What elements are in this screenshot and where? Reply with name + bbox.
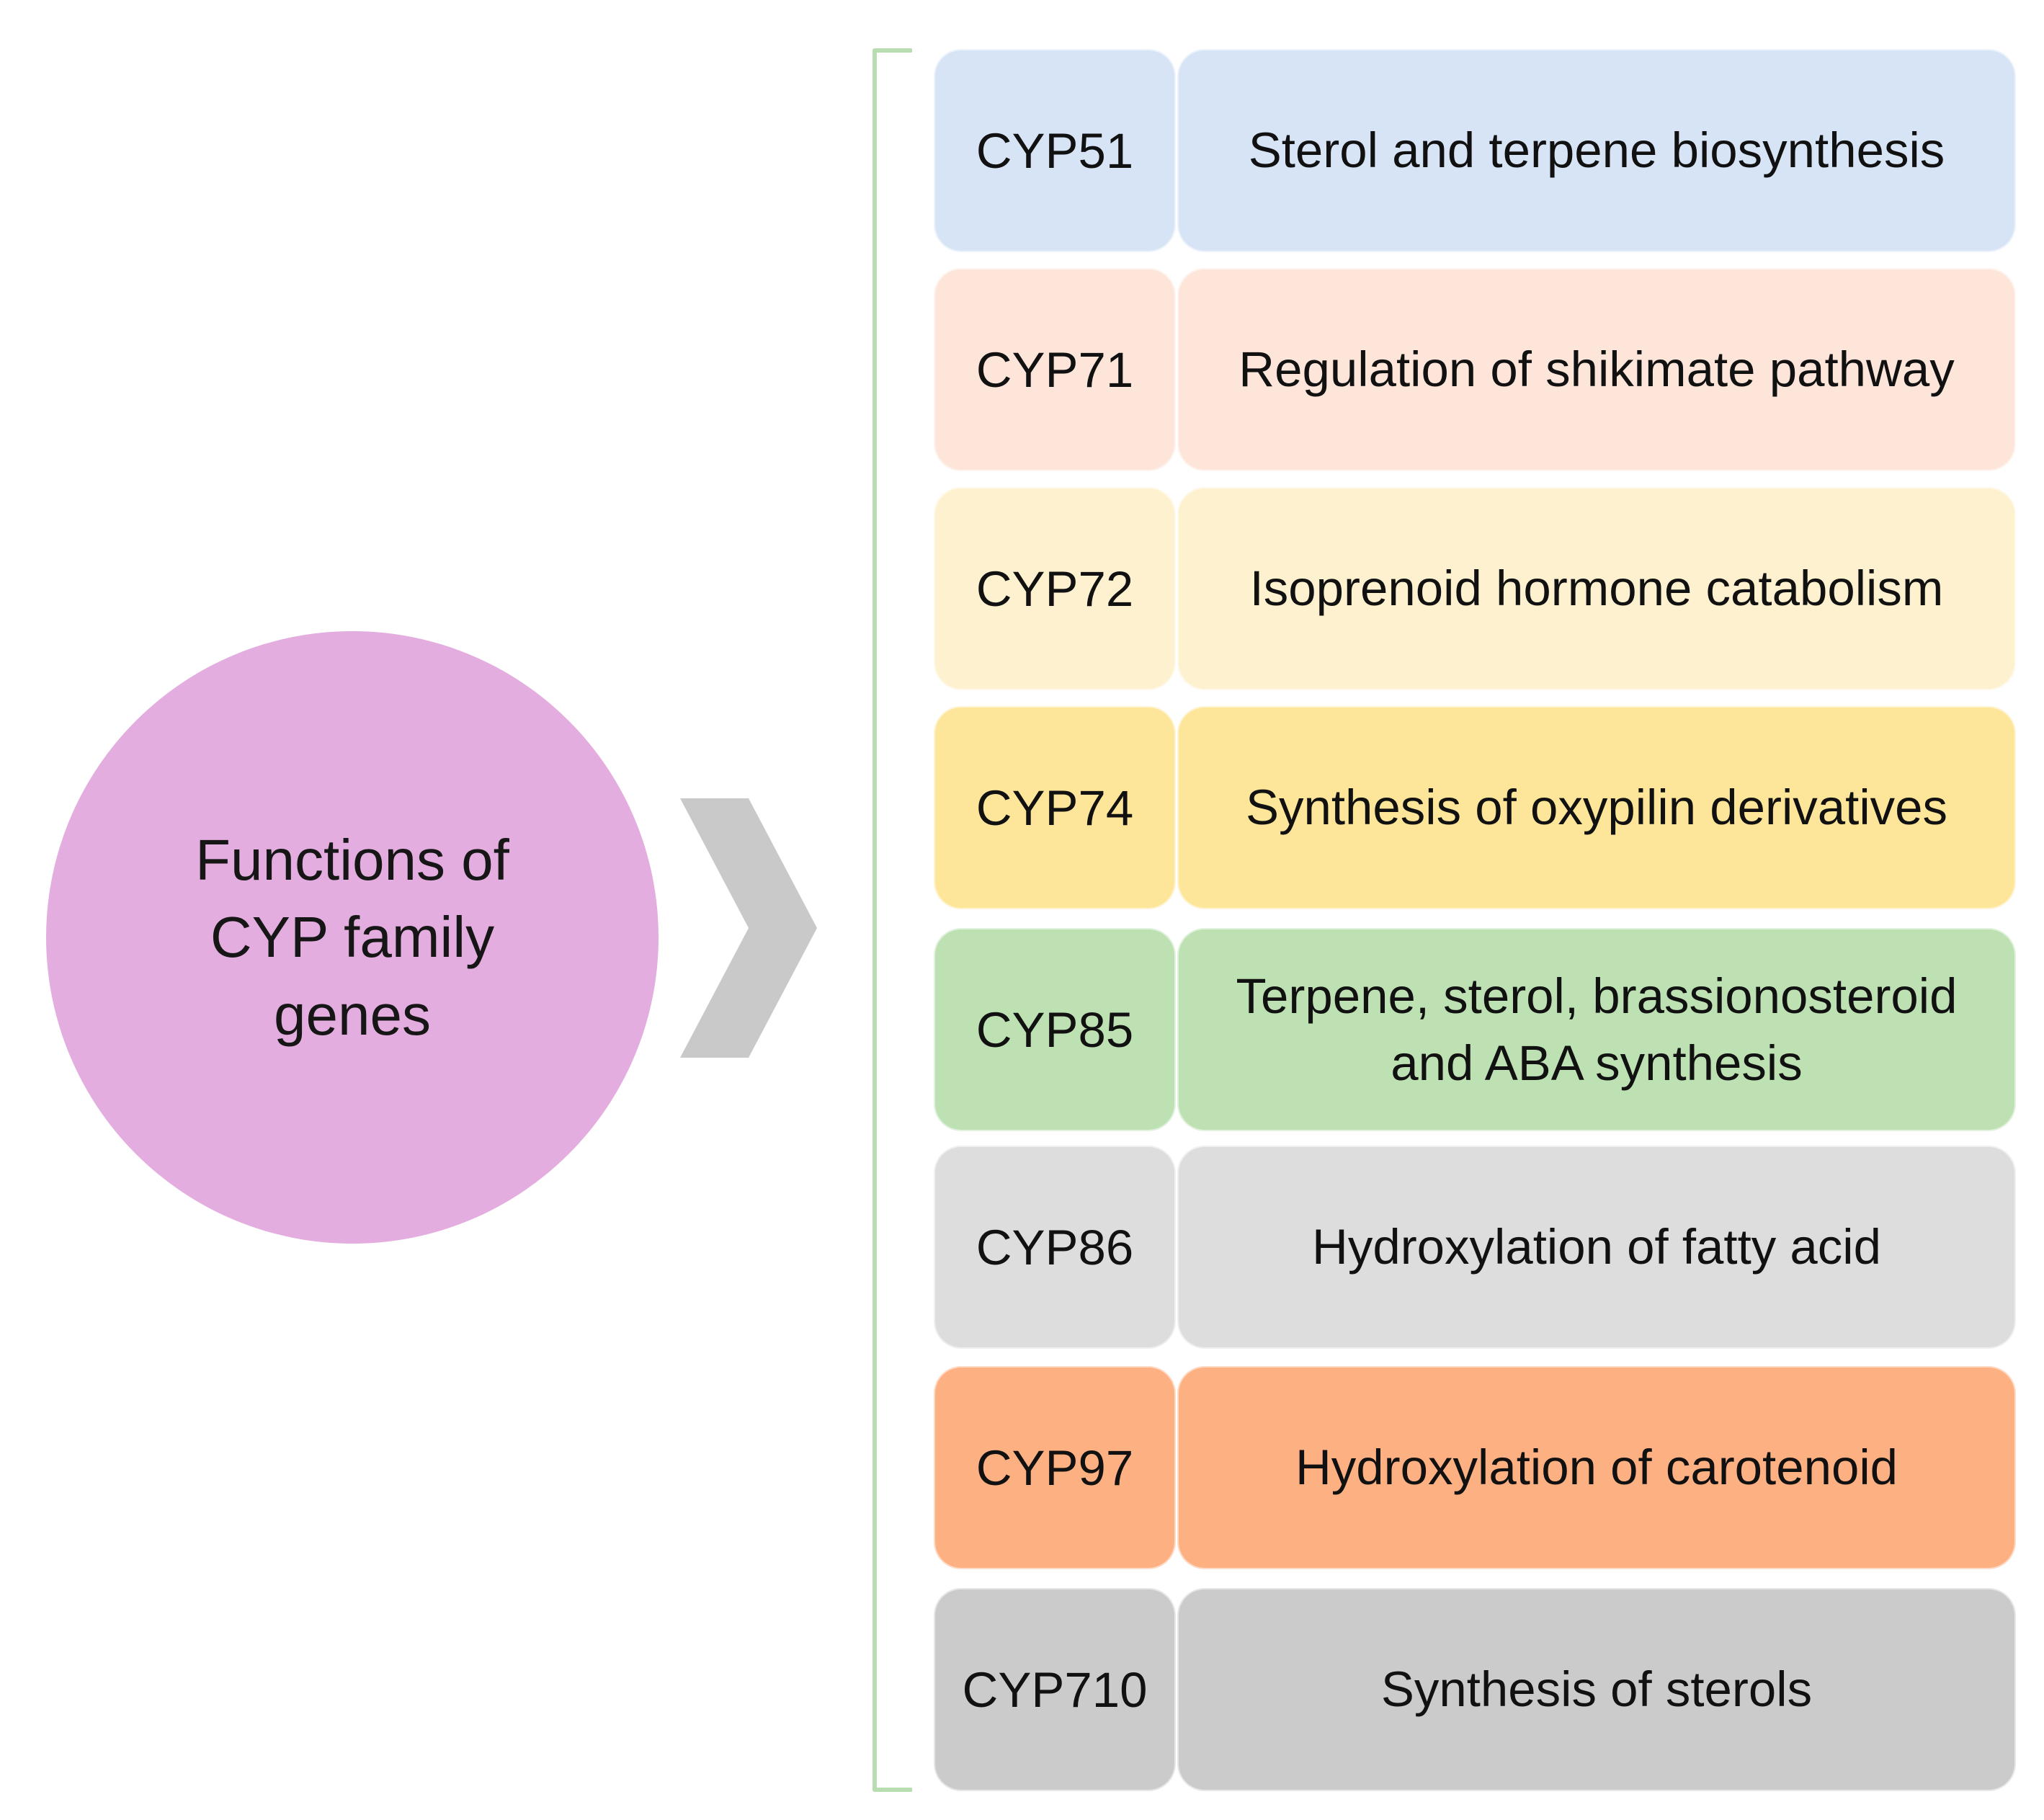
cyp-family-list: CYP51 Sterol and terpene biosynthesis CY…: [934, 49, 2022, 1794]
family-row-cyp97: CYP97 Hydroxylation of carotenoid: [934, 1366, 2022, 1569]
family-row-cyp86: CYP86 Hydroxylation of fatty acid: [934, 1146, 2022, 1349]
family-row-cyp51: CYP51 Sterol and terpene biosynthesis: [934, 49, 2022, 252]
family-function-cyp710: Synthesis of sterols: [1177, 1588, 2016, 1791]
family-code-cyp71: CYP71: [934, 268, 1176, 471]
family-code-cyp85: CYP85: [934, 928, 1176, 1131]
family-function-cyp85: Terpene, sterol, brassionosteroid and AB…: [1177, 928, 2016, 1131]
family-row-cyp72: CYP72 Isoprenoid hormone catabolism: [934, 487, 2022, 690]
family-function-cyp51: Sterol and terpene biosynthesis: [1177, 49, 2016, 252]
family-code-cyp74: CYP74: [934, 706, 1176, 909]
family-code-cyp86: CYP86: [934, 1146, 1176, 1349]
family-row-cyp85: CYP85 Terpene, sterol, brassionosteroid …: [934, 928, 2022, 1131]
family-function-cyp71: Regulation of shikimate pathway: [1177, 268, 2016, 471]
center-circle: Functions of CYP family genes: [46, 631, 659, 1244]
family-code-cyp710: CYP710: [934, 1588, 1176, 1791]
family-function-cyp86: Hydroxylation of fatty acid: [1177, 1146, 2016, 1349]
family-row-cyp710: CYP710 Synthesis of sterols: [934, 1588, 2022, 1791]
chevron-arrow-icon: [680, 798, 817, 1058]
family-code-cyp72: CYP72: [934, 487, 1176, 690]
family-code-cyp51: CYP51: [934, 49, 1176, 252]
family-row-cyp74: CYP74 Synthesis of oxypilin derivatives: [934, 706, 2022, 909]
right-bracket: [873, 48, 912, 1792]
family-function-cyp97: Hydroxylation of carotenoid: [1177, 1366, 2016, 1569]
family-row-cyp71: CYP71 Regulation of shikimate pathway: [934, 268, 2022, 471]
family-function-cyp74: Synthesis of oxypilin derivatives: [1177, 706, 2016, 909]
family-code-cyp97: CYP97: [934, 1366, 1176, 1569]
family-function-cyp72: Isoprenoid hormone catabolism: [1177, 487, 2016, 690]
